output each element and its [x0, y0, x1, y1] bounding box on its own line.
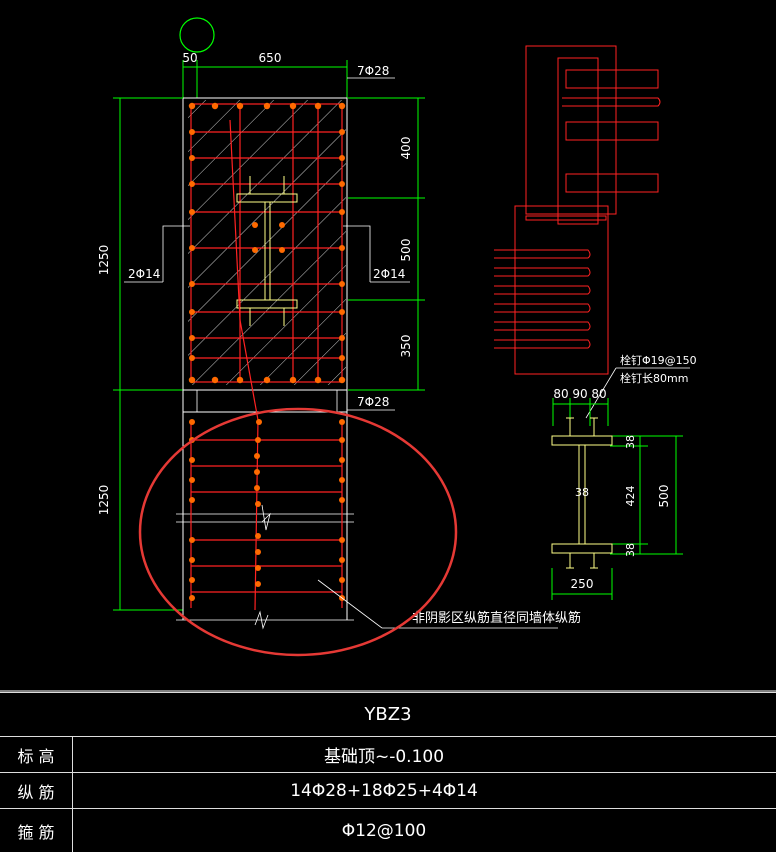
stud-detail-sketch	[494, 45, 661, 375]
label-side-right: 2Φ14	[373, 267, 405, 281]
spec-table: YBZ3 标 高 基础顶~-0.100 纵 筋 14Φ28+18Φ25+4Φ14…	[0, 692, 776, 852]
dim-38-top: 38	[624, 435, 637, 449]
table-row: 纵 筋 14Φ28+18Φ25+4Φ14	[0, 772, 776, 808]
stud-label-2: 栓钉长80mm	[620, 371, 688, 385]
top-dimension	[182, 60, 348, 98]
dim-80a: 80	[553, 387, 568, 401]
dim-38-bot: 38	[624, 543, 637, 557]
row-label: 纵 筋	[0, 773, 73, 808]
annotation-note: 非阴影区纵筋直径同墙体纵筋	[412, 610, 581, 626]
stud-label-1: 栓钉Φ19@150	[620, 353, 697, 367]
dim-top-650: 650	[259, 51, 282, 65]
row-label: 标 高	[0, 737, 73, 772]
dim-right-500: 500	[399, 239, 413, 262]
dim-424: 424	[624, 486, 637, 507]
left-dimension	[113, 97, 183, 611]
row-value: 14Φ28+18Φ25+4Φ14	[290, 780, 478, 801]
table-title-row: YBZ3	[0, 692, 776, 736]
table-title: YBZ3	[364, 704, 412, 725]
dim-top-50: 50	[182, 51, 197, 65]
table-row: 箍 筋 Φ12@100	[0, 808, 776, 852]
upper-rebars	[188, 102, 346, 384]
upper-stirrups	[190, 103, 343, 383]
row-label: 箍 筋	[0, 809, 73, 852]
highlight-ellipse	[138, 407, 458, 657]
side-callouts	[124, 225, 410, 283]
dim-right-350: 350	[399, 335, 413, 358]
label-bar-mid: 7Φ28	[357, 395, 389, 409]
dim-left-lower: 1250	[97, 485, 111, 516]
dim-left-upper: 1250	[97, 245, 111, 276]
dim-web-38: 38	[575, 486, 589, 499]
hatched-region	[188, 100, 346, 385]
label-side-left: 2Φ14	[128, 267, 160, 281]
dim-90: 90	[572, 387, 587, 401]
label-bar-top: 7Φ28	[357, 64, 389, 78]
column-section-drawing: 50 650 7Φ28	[0, 17, 776, 692]
lower-stirrups	[190, 119, 343, 611]
dim-80b: 80	[591, 387, 606, 401]
dim-right-400: 400	[399, 137, 413, 160]
table-row: 标 高 基础顶~-0.100	[0, 736, 776, 772]
dim-250: 250	[571, 577, 594, 591]
row-value: 基础顶~-0.100	[323, 747, 445, 767]
dim-500: 500	[657, 485, 671, 508]
lower-section	[176, 412, 354, 630]
right-dimension	[348, 97, 425, 391]
steel-i-section	[236, 176, 298, 326]
row-value: Φ12@100	[341, 820, 427, 841]
steel-detail-dims	[551, 398, 683, 600]
transition-zone	[182, 389, 348, 413]
lower-rebars	[189, 419, 345, 601]
axis-circle	[179, 17, 215, 53]
steel-detail-section	[551, 417, 613, 569]
